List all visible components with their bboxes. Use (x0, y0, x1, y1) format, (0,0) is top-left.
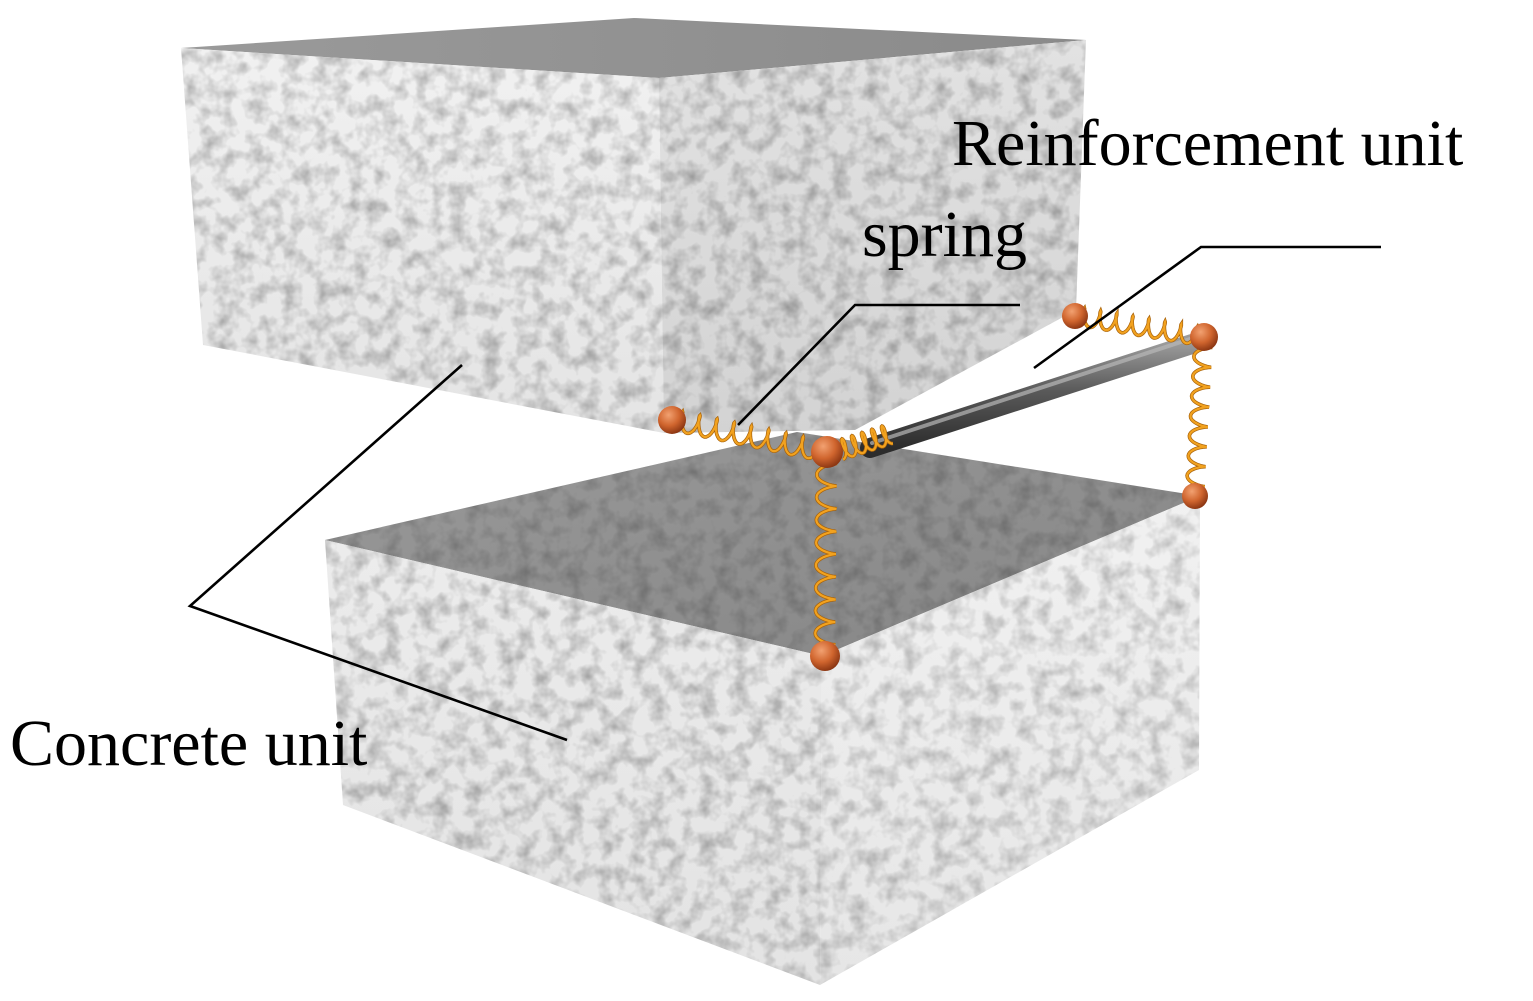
leader-lines (187, 245, 1381, 742)
label-concrete-unit: Concrete unit (10, 707, 367, 780)
node-upper-right-back (1062, 303, 1088, 329)
node-upper-right (1190, 323, 1218, 351)
node-lower-corner (810, 641, 840, 671)
node-center (811, 436, 843, 468)
leader-spring (737, 303, 1020, 426)
spring-vertical-right (1184, 336, 1213, 496)
upper-concrete-block (181, 18, 1086, 433)
lower-concrete-block (325, 432, 1200, 985)
node-lower-right (1182, 483, 1208, 509)
upper-block-top-face (181, 18, 1086, 78)
rebar (860, 334, 1202, 458)
label-reinforcement-unit: Reinforcement unit (952, 107, 1463, 180)
spring-upper-left (670, 409, 826, 463)
spring-center-rebar (840, 424, 894, 461)
springs-group (670, 304, 1213, 657)
nodes-group (658, 303, 1218, 671)
label-spring: spring (862, 198, 1027, 271)
leader-concrete (187, 364, 568, 742)
spring-vertical-left (813, 451, 838, 657)
spring-upper-right (1073, 305, 1204, 347)
leader-reinforcement (1033, 245, 1381, 370)
node-upper-left (658, 406, 686, 434)
